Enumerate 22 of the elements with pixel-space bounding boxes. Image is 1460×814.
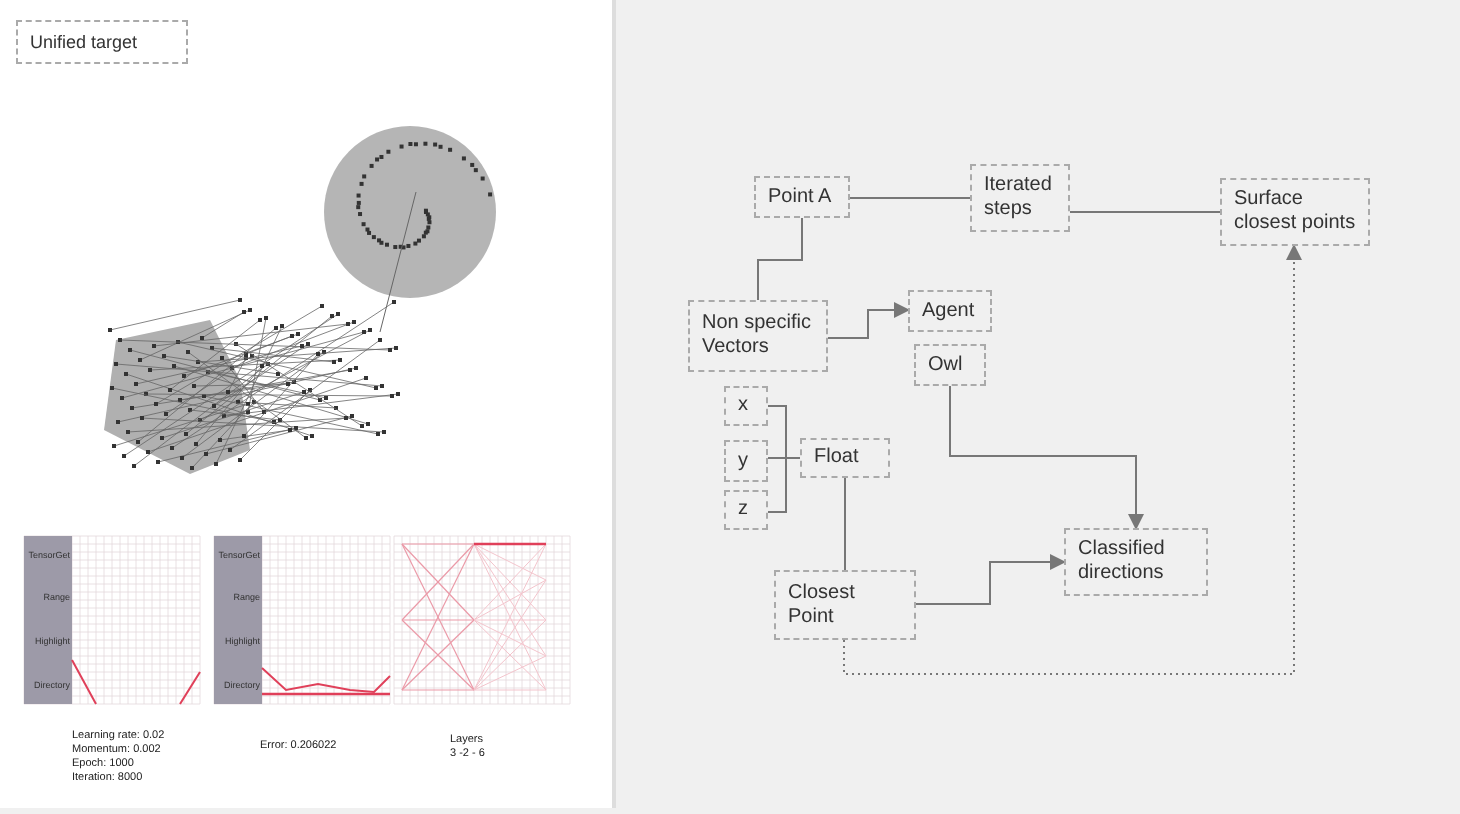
process-box: Surface closest points	[1220, 178, 1370, 246]
process-box: Float	[800, 438, 890, 478]
process-box: Closest Point	[774, 570, 916, 640]
connector-line	[767, 457, 801, 513]
arrow	[949, 385, 1144, 530]
dotted-arrow	[843, 244, 1302, 675]
connector-line	[844, 477, 846, 571]
arrow	[915, 554, 1066, 605]
connector-line	[1069, 211, 1221, 213]
process-box: Point A	[754, 176, 850, 218]
process-box: Classified directions	[1064, 528, 1208, 596]
process-box: z	[724, 490, 768, 530]
connector-line	[849, 197, 971, 199]
process-box: Iterated steps	[970, 164, 1070, 232]
process-box: Unified target	[16, 20, 188, 64]
process-box: x	[724, 386, 768, 426]
arrow	[827, 302, 910, 339]
process-box: Non specific Vectors	[688, 300, 828, 372]
connector-line	[757, 217, 803, 301]
process-box: y	[724, 440, 768, 482]
process-box: Agent	[908, 290, 992, 332]
process-box: Owl	[914, 344, 986, 386]
